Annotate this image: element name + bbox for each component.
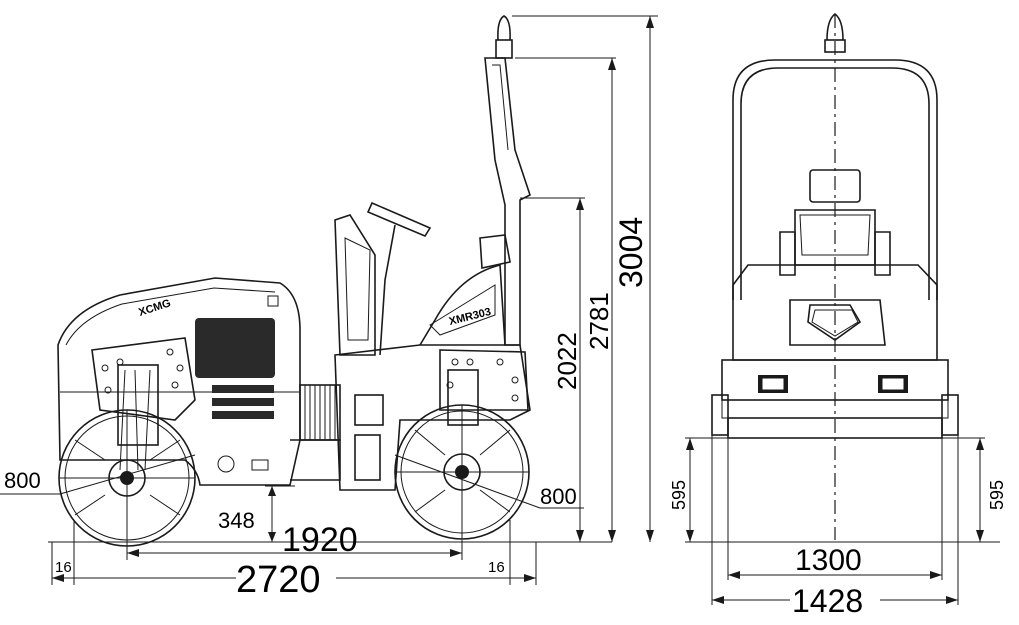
- ground-clearance-label: 348: [218, 508, 255, 533]
- engine-hood: [57, 277, 301, 486]
- height-dimension-lines: [512, 15, 658, 542]
- seat-and-steering: [334, 201, 511, 356]
- wheelbase-dimension: [126, 510, 463, 560]
- drum-height-left-label: 595: [669, 480, 689, 510]
- side-view: XCMG XMR303 3004 2781 2022: [0, 15, 658, 601]
- rear-overhang-label: 16: [488, 559, 505, 576]
- total-width-label: 1428: [792, 583, 863, 619]
- total-height-label: 3004: [613, 217, 649, 288]
- front-overhang-label: 16: [55, 559, 72, 576]
- drum-diameter-leaders: [0, 454, 584, 509]
- drum-width-label: 1300: [795, 544, 862, 577]
- total-width-dimension: [711, 435, 959, 605]
- front-view: 595 595 1300 1428: [669, 12, 1007, 619]
- length-dimension: [51, 520, 537, 585]
- front-frame: [91, 337, 196, 471]
- clearance-dimension: [265, 485, 295, 542]
- steering-height-label: 2022: [552, 332, 582, 390]
- rear-drum-diameter-label: 800: [540, 484, 577, 509]
- rops-height-label: 2781: [584, 292, 614, 350]
- rops-post: [484, 15, 531, 346]
- rear-drum: [394, 404, 530, 540]
- model-label: XMR303: [448, 306, 492, 328]
- drum-height-right-dimension: [942, 437, 985, 542]
- drum-height-left-dimension: [685, 437, 728, 542]
- drum-width-dimension: [727, 438, 943, 580]
- rear-body: [334, 263, 531, 491]
- front-drum-diameter-label: 800: [4, 468, 41, 493]
- drum-height-right-label: 595: [987, 480, 1007, 510]
- total-length-label: 2720: [236, 559, 321, 601]
- articulation-joint: [290, 384, 341, 481]
- wheelbase-label: 1920: [282, 521, 358, 559]
